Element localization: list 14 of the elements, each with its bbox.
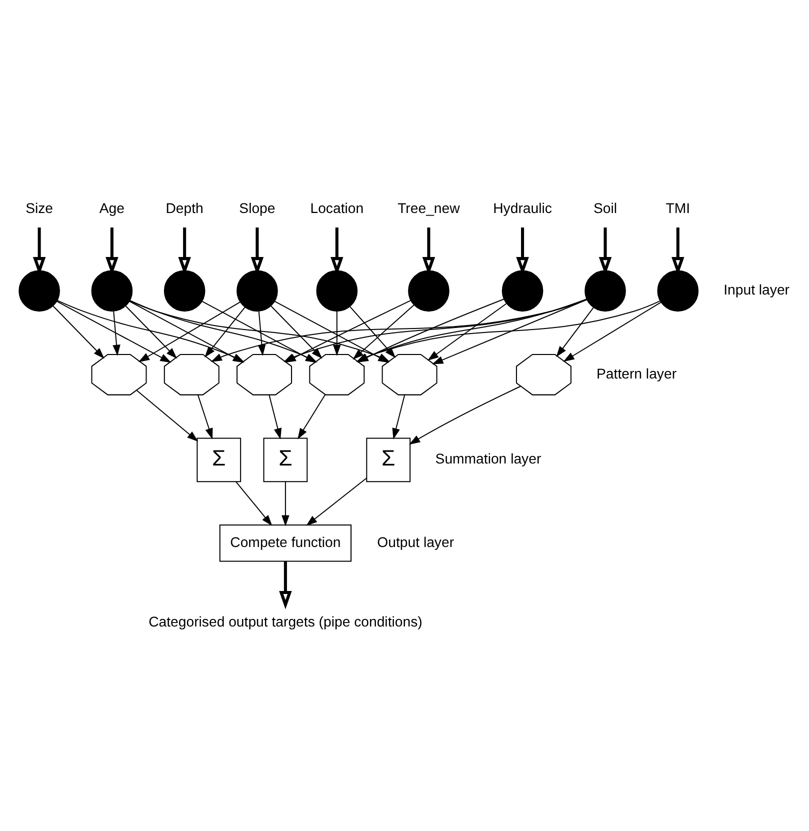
node-text: Hydraulic (493, 199, 552, 216)
node-text: TMI (666, 199, 690, 216)
label: Pattern layer (596, 364, 677, 381)
node-text: Soil (593, 199, 618, 216)
label: Input layer (724, 281, 790, 298)
node-text: Slope (239, 199, 276, 216)
label: Output layer (377, 533, 454, 550)
label: Summation layer (435, 450, 542, 466)
node-text: Depth (166, 199, 204, 216)
node-text: Location (310, 199, 364, 216)
node-text: Size (26, 199, 54, 216)
node-text: Age (99, 199, 124, 216)
node-text: Tree_new (398, 199, 460, 216)
node-text: Categorised output targets (pipe conditions) (148, 613, 422, 630)
